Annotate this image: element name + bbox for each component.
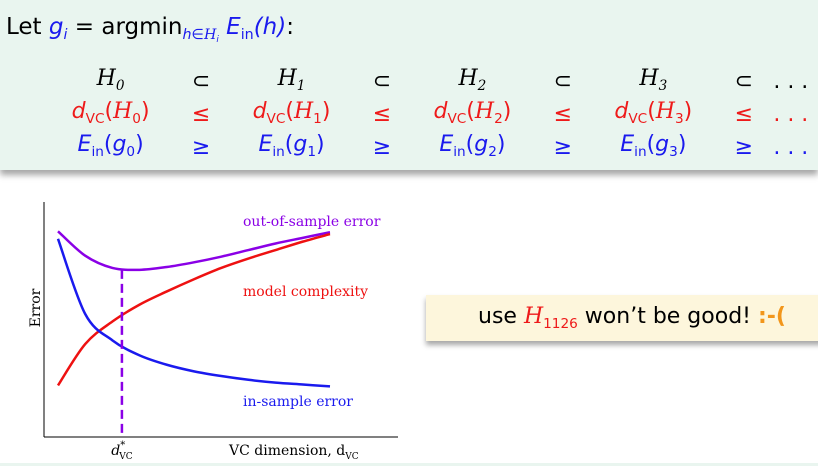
chain-h3: H3 bbox=[639, 66, 668, 94]
sad-smiley: :-( bbox=[757, 304, 786, 329]
ein-g2: Ein(g2) bbox=[439, 131, 506, 160]
g-symbol: gi bbox=[48, 14, 68, 43]
definition-line: Let gi = argminh∈Hi Ein(h): bbox=[6, 14, 294, 45]
dvc-h1: dVC(H1) bbox=[252, 98, 331, 127]
geq-symbol: ≥ bbox=[734, 134, 753, 160]
definition-prefix: Let bbox=[6, 14, 49, 40]
model-complexity-label: model complexity bbox=[243, 284, 368, 300]
out-of-sample-error-curve bbox=[57, 230, 331, 272]
subset-symbol: ⊂ bbox=[191, 69, 211, 95]
definition-colon: : bbox=[286, 14, 294, 40]
leq-symbol: ≤ bbox=[734, 102, 753, 128]
x-axis-label: VC dimension, dVC bbox=[228, 443, 359, 462]
model-complexity-curve bbox=[56, 232, 331, 387]
chain-h1: H1 bbox=[277, 66, 306, 94]
chain-h0: H0 bbox=[96, 66, 125, 94]
h1126-symbol: H1126 bbox=[523, 304, 578, 332]
ein-g0: Ein(g0) bbox=[77, 131, 144, 160]
in-sample-error-curve bbox=[56, 238, 331, 388]
argmin-text: = argmin bbox=[67, 14, 183, 40]
chain-row-hypotheses: H0 ⊂ H1 ⊂ H2 ⊂ H3 ⊂ . . . bbox=[40, 66, 818, 99]
dvc-h2: dVC(H2) bbox=[433, 98, 512, 127]
out-of-sample-error-label: out-of-sample error bbox=[243, 214, 381, 230]
definition-box: Let gi = argminh∈Hi Ein(h): H0 ⊂ H1 ⊂ H2… bbox=[0, 0, 818, 170]
dvc-h3: dVC(H3) bbox=[614, 98, 693, 127]
chain-row-dvc: dVC(H0) ≤ dVC(H1) ≤ dVC(H2) ≤ dVC(H3) ≤ … bbox=[40, 99, 818, 132]
ein-g1: Ein(g1) bbox=[258, 131, 325, 160]
hypothesis-chain: H0 ⊂ H1 ⊂ H2 ⊂ H3 ⊂ . . . dVC(H0) ≤ dVC(… bbox=[40, 66, 818, 164]
subset-symbol: ⊂ bbox=[372, 69, 392, 95]
leq-symbol: ≤ bbox=[372, 102, 392, 128]
argmin-subscript: h∈Hi bbox=[182, 26, 219, 46]
chain-dots: . . . bbox=[773, 102, 809, 128]
subset-symbol: ⊂ bbox=[553, 69, 573, 95]
bottom-bar bbox=[0, 463, 818, 466]
geq-symbol: ≥ bbox=[553, 134, 573, 160]
subset-symbol: ⊂ bbox=[734, 69, 753, 95]
chain-dots: . . . bbox=[773, 134, 809, 160]
dvc-h0: dVC(H0) bbox=[71, 98, 150, 127]
geq-symbol: ≥ bbox=[372, 134, 392, 160]
chain-dots: . . . bbox=[773, 69, 809, 95]
ein-g3: Ein(g3) bbox=[620, 131, 687, 160]
leq-symbol: ≤ bbox=[553, 102, 573, 128]
chain-h2: H2 bbox=[458, 66, 487, 94]
note-box: use H1126 won’t be good! :-( bbox=[426, 295, 818, 341]
chain-row-ein: Ein(g0) ≥ Ein(g1) ≥ Ein(g2) ≥ Ein(g3) ≥ … bbox=[40, 132, 818, 165]
optimum-dvc-label: d*VC bbox=[111, 440, 132, 462]
ein-symbol: Ein(h) bbox=[226, 14, 287, 43]
vc-dimension-chart: Error out-of-sample error model complexit… bbox=[28, 202, 398, 462]
geq-symbol: ≥ bbox=[191, 134, 211, 160]
note-text: use H1126 won’t be good! :-( bbox=[478, 304, 786, 332]
y-axis-label: Error bbox=[28, 288, 44, 327]
leq-symbol: ≤ bbox=[191, 102, 211, 128]
in-sample-error-label: in-sample error bbox=[243, 394, 353, 410]
